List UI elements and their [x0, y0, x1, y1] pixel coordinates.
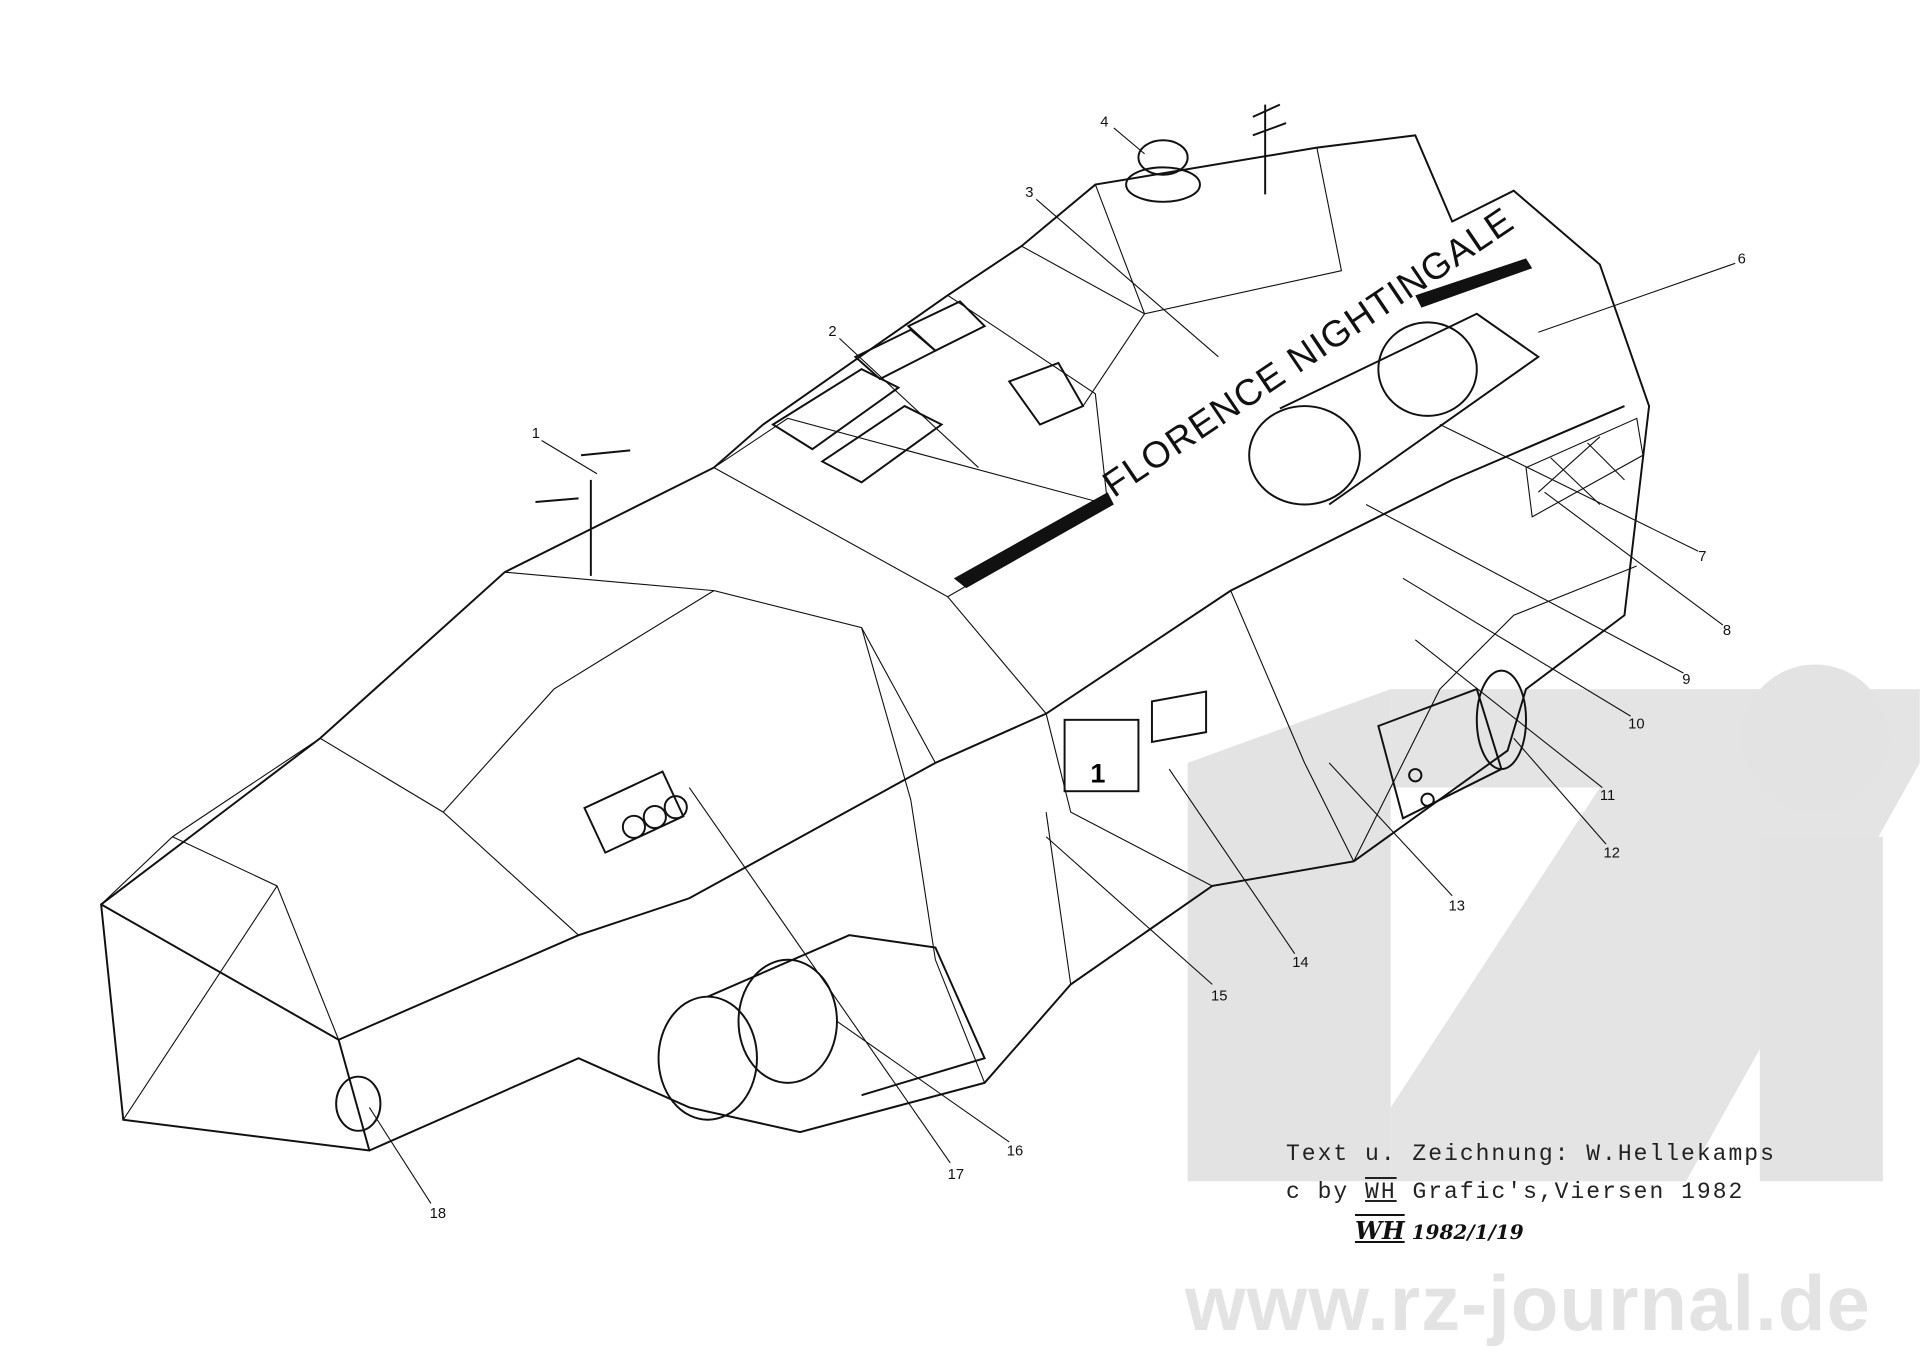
callout-2: 2 — [828, 324, 836, 340]
callout-3: 3 — [1025, 185, 1033, 201]
rear-port — [335, 1075, 382, 1132]
ship-hull: FLORENCE NIGHTINGALE 1 — [100, 103, 1651, 1152]
callout-11: 11 — [1600, 788, 1615, 804]
callout-14: 14 — [1292, 955, 1308, 971]
callout-6: 6 — [1738, 251, 1746, 267]
wh-mark: WH — [1365, 1179, 1397, 1205]
callout-leaders — [368, 127, 1736, 1204]
signature-date: 1982/1/19 — [1411, 1220, 1524, 1244]
signature-mark: WH — [1355, 1216, 1405, 1245]
credit-prefix: c by — [1286, 1179, 1350, 1205]
callout-4: 4 — [1100, 115, 1108, 131]
callout-10: 10 — [1628, 716, 1644, 732]
credit-copyright: c by WH Grafic's,Viersen 1982 — [1286, 1178, 1744, 1206]
callout-1: 1 — [532, 426, 540, 442]
credit-suffix: Grafic's,Viersen 1982 — [1412, 1179, 1745, 1205]
callout-7: 7 — [1698, 549, 1706, 565]
callout-13: 13 — [1449, 899, 1465, 915]
callout-12: 12 — [1604, 846, 1620, 862]
front-engine-nozzle — [657, 995, 758, 1121]
credit-author: Text u. Zeichnung: W.Hellekamps — [1286, 1141, 1776, 1167]
callout-18: 18 — [430, 1206, 446, 1222]
callout-9: 9 — [1682, 672, 1690, 688]
callout-17: 17 — [948, 1167, 964, 1183]
signature: WH 1982/1/19 — [1355, 1216, 1524, 1247]
callout-numbers: 1 2 3 4 6 7 8 9 10 11 12 13 14 15 16 17 … — [430, 115, 1746, 1222]
watermark-url: www.rz-journal.de — [1185, 1259, 1871, 1347]
callout-8: 8 — [1723, 623, 1731, 639]
watermark-logo — [1187, 664, 1920, 1182]
callout-16: 16 — [1007, 1143, 1023, 1159]
hull-number: 1 — [1090, 758, 1105, 789]
ship-name-label: FLORENCE NIGHTINGALE — [1095, 199, 1521, 505]
callout-15: 15 — [1211, 988, 1227, 1004]
